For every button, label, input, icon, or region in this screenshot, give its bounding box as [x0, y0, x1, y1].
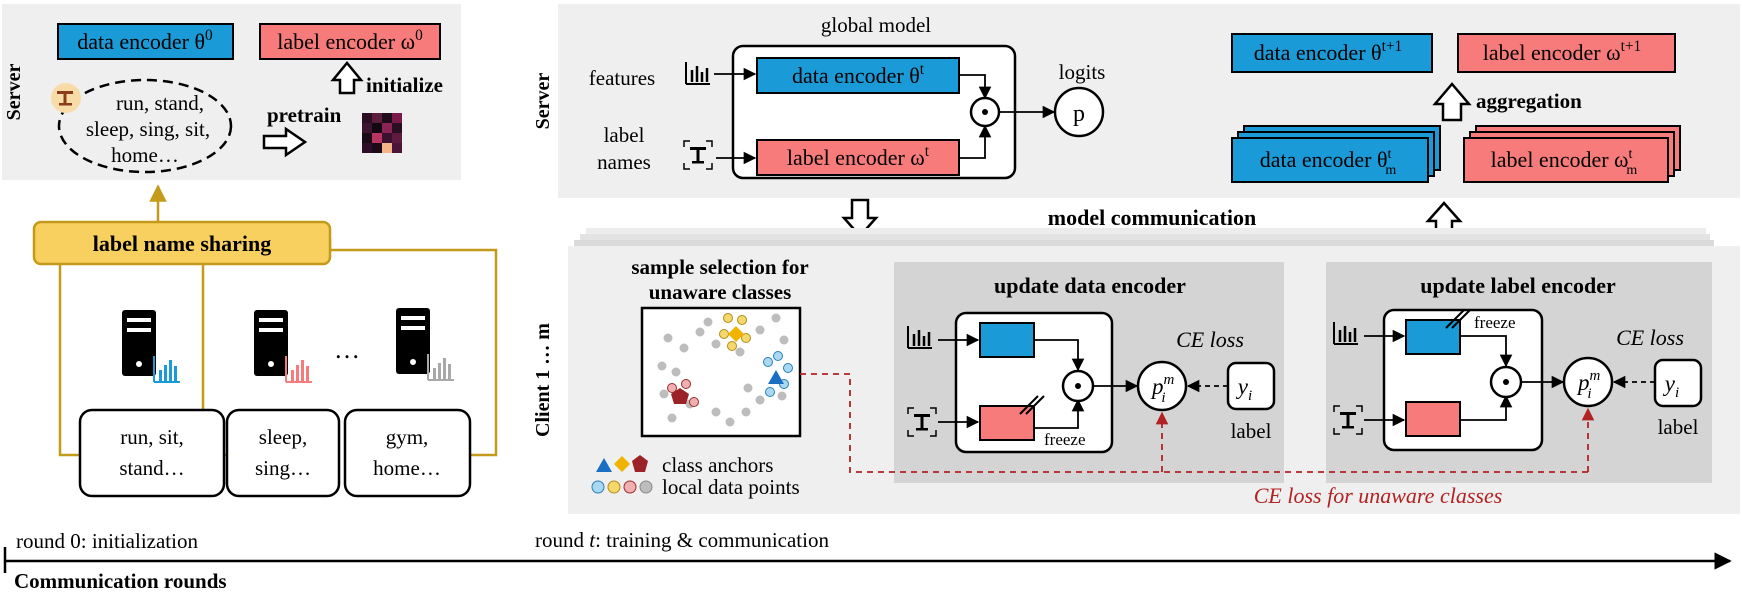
- client-panel-stack-shadow: [574, 228, 1714, 246]
- cloud-line-3: home…: [111, 143, 179, 167]
- logits-p: p: [1073, 101, 1085, 127]
- pretrain-label: pretrain: [267, 103, 342, 127]
- initialize-arrow: [330, 61, 364, 95]
- client-device-1: [122, 310, 180, 383]
- client-3-labels-box: [343, 408, 472, 498]
- class-anchors-label: class anchors: [662, 453, 773, 477]
- left-data-encoder-box: [57, 23, 234, 60]
- sample-selection-line-2: unaware classes: [649, 280, 792, 304]
- logits-node: [1053, 86, 1105, 138]
- label-names-line-1: label: [604, 123, 645, 147]
- update-data-encoder-title: update data encoder: [994, 273, 1186, 298]
- aggregation-arrow: [1432, 82, 1472, 122]
- update-data-label-encoder: [979, 405, 1035, 441]
- label-names-line-2: names: [597, 150, 651, 174]
- global-model-title: global model: [821, 13, 931, 37]
- update-label-yi-label: yi: [1663, 371, 1679, 401]
- update-label-freeze-label: freeze: [1474, 313, 1516, 332]
- global-data-encoder-label: data encoder θt: [792, 61, 925, 88]
- text-model-icon: [51, 83, 81, 113]
- unaware-ce-label: CE loss for unaware classes: [1254, 483, 1503, 508]
- timeline-axis-label: Communication rounds: [14, 569, 227, 592]
- update-data-ce-loss-label: CE loss: [1176, 327, 1244, 352]
- label-name-cloud: [57, 78, 233, 174]
- client-1-labels-line-2: stand…: [119, 456, 184, 480]
- stacked-client-data-encoders: [1231, 125, 1441, 183]
- client-2-labels-line-2: sing…: [255, 456, 311, 480]
- update-label-freeze-mark: [1445, 309, 1471, 329]
- model-download-arrow: [841, 198, 879, 238]
- left-label-encoder-label: label encoder ω0: [277, 27, 423, 54]
- round-t-label: round t: training & communication: [535, 528, 829, 552]
- update-label-label-encoder: [1405, 401, 1461, 437]
- left-server-side-label: Server: [3, 64, 25, 121]
- client-device-3: [396, 308, 454, 381]
- aggregated-label-encoder-label: label encoder ωt+1: [1483, 38, 1642, 65]
- round-0-label: round 0: initialization: [16, 529, 198, 553]
- unaware-ce-connectors: [800, 373, 1595, 473]
- label-name-sharing-label: label name sharing: [93, 231, 271, 256]
- update-data-label-caption: label: [1231, 419, 1272, 443]
- dot-product-symbol: [982, 109, 988, 115]
- left-label-encoder-box: [259, 23, 441, 60]
- features-label: features: [589, 66, 655, 90]
- update-data-dot-symbol: [1075, 383, 1081, 389]
- global-combine-arrows: [959, 74, 992, 159]
- client-1-labels-line-1: run, sit,: [120, 425, 184, 449]
- client-2-labels-box: [225, 408, 341, 498]
- update-data-pim-node: [1136, 360, 1188, 412]
- label-name-sharing-box: [32, 220, 332, 266]
- client-1-labels-box: [78, 408, 226, 498]
- legend-anchors: [596, 455, 648, 472]
- update-data-yi-label: yi: [1236, 374, 1252, 404]
- logits-label: logits: [1059, 60, 1106, 84]
- aggregated-data-encoder-label: data encoder θt+1: [1254, 38, 1402, 65]
- local-data-points-label: local data points: [662, 475, 800, 499]
- client-side-label: Client 1 … m: [532, 323, 554, 437]
- aggregation-label: aggregation: [1476, 89, 1582, 113]
- initialize-label: initialize: [366, 73, 443, 97]
- client-3-labels-line-1: gym,: [386, 425, 429, 449]
- client-3-labels-line-2: home…: [373, 456, 441, 480]
- update-label-encoder-title: update label encoder: [1420, 273, 1616, 298]
- class-anchors-markers: [671, 326, 784, 404]
- update-label-data-encoder: [1405, 319, 1461, 355]
- local-data-scatter: [657, 313, 793, 427]
- aggregated-label-encoder-box: [1457, 33, 1676, 73]
- sample-selection-plot: [640, 306, 802, 438]
- cloud-line-1: run, stand,: [116, 91, 204, 115]
- model-communication-label: model communication: [1048, 205, 1256, 230]
- global-label-encoder-label: label encoder ωt: [787, 143, 930, 170]
- update-data-freeze-mark: [1019, 395, 1045, 415]
- global-data-encoder-box: [756, 57, 960, 94]
- legend-data-points: [591, 480, 653, 494]
- embedding-pixel-icon: [362, 113, 402, 153]
- client-device-2: [254, 310, 312, 383]
- update-label-pim-node: [1562, 356, 1614, 408]
- update-label-label-caption: label: [1658, 415, 1699, 439]
- update-label-dot-symbol: [1503, 379, 1509, 385]
- update-label-ce-loss-label: CE loss: [1616, 325, 1684, 350]
- update-data-freeze-label: freeze: [1044, 430, 1086, 449]
- sample-selection-line-1: sample selection for: [631, 255, 808, 279]
- update-label-yi-box: [1653, 358, 1703, 408]
- right-server-side-label: Server: [532, 73, 554, 130]
- client-2-labels-line-1: sleep,: [259, 425, 307, 449]
- left-data-encoder-label: data encoder θ0: [77, 27, 213, 54]
- stacked-client-label-encoders: [1463, 125, 1681, 183]
- cloud-line-2: sleep, sing, sit,: [86, 117, 210, 141]
- update-data-data-encoder: [979, 322, 1035, 358]
- client-ellipsis: …: [334, 335, 360, 364]
- update-data-combine-arrows: [1034, 339, 1085, 429]
- pretrain-arrow: [262, 126, 308, 158]
- update-label-combine-arrows: [1460, 335, 1513, 421]
- aggregated-data-encoder-box: [1231, 33, 1433, 73]
